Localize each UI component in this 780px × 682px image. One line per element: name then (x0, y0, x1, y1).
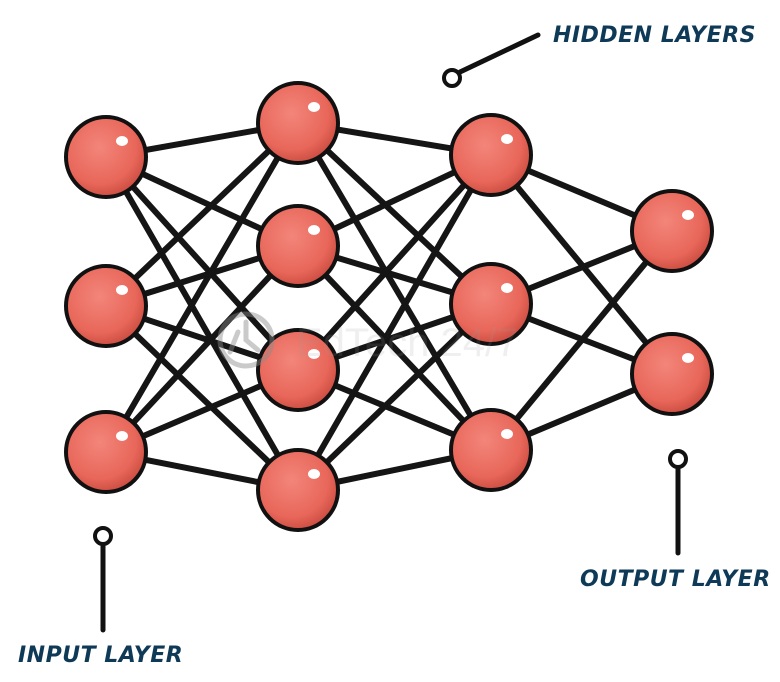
output-neuron-4-2 (630, 332, 714, 416)
watermark-text: EdTech 24/7 (296, 321, 518, 365)
output-layer-pointer (668, 449, 688, 556)
neuron-highlight (682, 353, 694, 363)
watermark-clock-icon (217, 311, 275, 369)
input-neuron-1-2 (64, 264, 148, 348)
neuron-highlight (501, 283, 513, 293)
hidden-neuron-3-3 (449, 408, 533, 492)
neuron-highlight (308, 102, 320, 112)
output-layer-label: OUTPUT LAYER (580, 567, 771, 592)
edge-l1-n1-to-n2 (295, 243, 494, 453)
edge-l0-n0-to-n3 (103, 154, 301, 493)
hidden-layers-label: HIDDEN LAYERS (553, 23, 756, 48)
edge-l1-n3-to-n0 (295, 152, 494, 493)
neuron-highlight (682, 210, 694, 220)
edge-l1-n0-to-n1 (295, 120, 494, 307)
edge-l0-n2-to-n1 (103, 243, 301, 455)
hidden-neuron-3-2 (449, 262, 533, 346)
edge-l0-n1-to-n3 (103, 303, 301, 493)
hidden-layers-pointer (442, 32, 541, 88)
neurons (64, 81, 714, 532)
edge-l1-n2-to-n0 (295, 152, 494, 373)
hidden-neuron-3-1 (449, 113, 533, 197)
neuron-highlight (501, 134, 513, 144)
neuron-highlight (308, 469, 320, 479)
input-neuron-1-1 (64, 115, 148, 199)
neuron-highlight (308, 349, 320, 359)
connections (103, 120, 675, 493)
neuron-highlight (116, 136, 128, 146)
hidden-neuron-2-1 (256, 81, 340, 165)
edge-l0-n1-to-n0 (103, 120, 301, 309)
input-layer-label: INPUT LAYER (18, 643, 183, 668)
edge-l1-n3-to-n1 (295, 301, 494, 493)
input-layer-pointer (93, 526, 113, 633)
neuron-highlight (308, 225, 320, 235)
neuron-highlight (116, 285, 128, 295)
neuron-highlight (501, 429, 513, 439)
edge-l0-n0-to-n2 (103, 154, 301, 373)
hidden-neuron-2-3 (256, 328, 340, 412)
hidden-neuron-2-4 (256, 448, 340, 532)
edge-l0-n2-to-n0 (103, 120, 301, 455)
input-neuron-1-3 (64, 410, 148, 494)
edge-l1-n0-to-n2 (295, 120, 494, 453)
watermark: EdTech 24/7 (217, 311, 518, 369)
hidden-neuron-2-2 (256, 204, 340, 288)
neuron-highlight (116, 431, 128, 441)
output-neuron-4-1 (630, 189, 714, 273)
edge-l2-n2-to-n0 (488, 228, 675, 453)
